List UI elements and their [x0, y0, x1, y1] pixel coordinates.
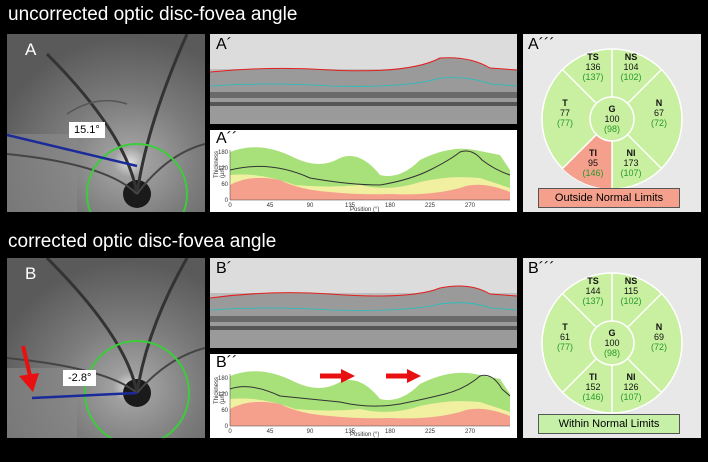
fundus-label-a: A	[25, 40, 37, 59]
x-tick-label: 135	[345, 429, 356, 435]
y-tick-label: 0	[225, 198, 229, 204]
circle-label-a: A´´´	[528, 36, 555, 53]
plot-yunit-b: (µm)	[220, 392, 226, 404]
y-tick-label: 180	[218, 376, 229, 382]
x-tick-label: 180	[385, 429, 396, 435]
x-tick-label: 45	[267, 429, 274, 435]
plot-xlabel-a: Position (°)	[350, 207, 379, 212]
oct-bscan-a: A´	[210, 34, 517, 124]
y-tick-label: 180	[218, 150, 229, 156]
oct-bscan-b: B´	[210, 258, 517, 348]
section-heading-corrected: corrected optic disc-fovea angle	[8, 231, 277, 252]
x-tick-label: 135	[345, 203, 356, 209]
x-tick-label: 90	[307, 429, 314, 435]
arrow-right-2	[386, 369, 421, 383]
status-badge-b: Within Normal Limits	[538, 414, 680, 434]
angle-value-b: -2.8°	[63, 370, 97, 386]
plot-yunit-a: (µm)	[220, 166, 226, 178]
section-heading-uncorrected: uncorrected optic disc-fovea angle	[8, 4, 298, 25]
y-tick-label: 60	[221, 408, 228, 414]
y-tick-label: 120	[218, 166, 229, 172]
circle-label-b: B´´´	[528, 260, 555, 277]
x-tick-label: 0	[228, 203, 232, 209]
arrow-right-1	[320, 369, 355, 383]
plot-ylabel-b: Thickness	[214, 377, 220, 404]
fundus-label-b: B	[25, 264, 37, 283]
x-tick-label: 45	[267, 203, 274, 209]
bscan-label-b: B´	[216, 260, 232, 277]
x-tick-label: 270	[465, 203, 476, 209]
fundus-image-b: B -2.8°	[7, 258, 205, 438]
plot-label-b: B´´	[216, 354, 238, 371]
plot-label-a: A´´	[216, 130, 238, 147]
x-tick-label: 90	[307, 203, 314, 209]
x-tick-label: 270	[465, 429, 476, 435]
status-badge-a: Outside Normal Limits	[538, 188, 680, 208]
x-tick-label: 180	[385, 203, 396, 209]
plot-xlabel-b: Position (°)	[350, 432, 379, 438]
plot-ylabel-a: Thickness	[214, 151, 220, 178]
fundus-image-a: A 15.1°	[7, 34, 205, 212]
x-tick-label: 225	[425, 203, 436, 209]
bscan-label-a: A´	[216, 36, 232, 53]
y-tick-label: 120	[218, 392, 229, 398]
y-tick-label: 0	[225, 424, 229, 430]
y-tick-label: 60	[221, 182, 228, 188]
x-tick-label: 0	[228, 429, 232, 435]
angle-value-a: 15.1°	[69, 122, 105, 138]
x-tick-label: 225	[425, 429, 436, 435]
